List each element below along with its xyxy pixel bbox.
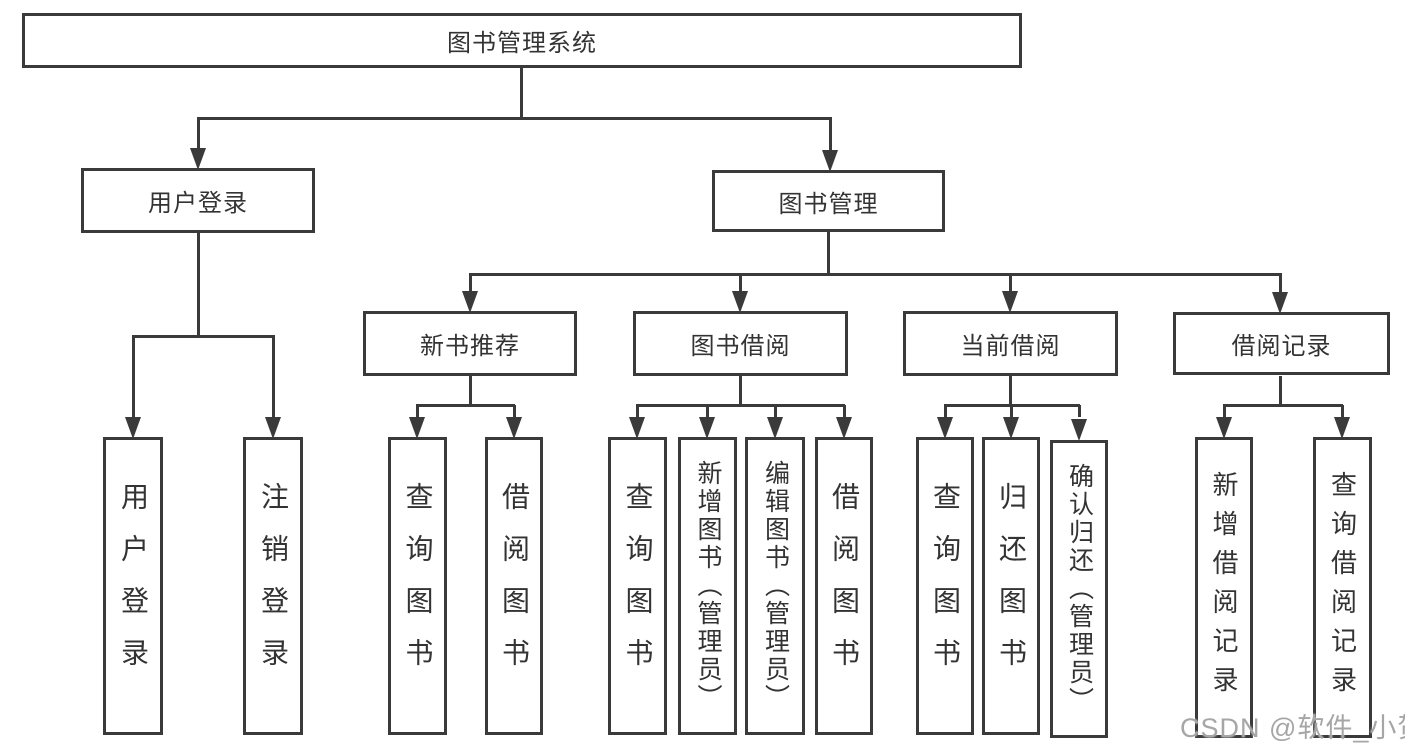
connector-line bbox=[827, 232, 830, 275]
node-label: 归还图书 bbox=[996, 482, 1027, 690]
node-current-borrowing: 当前借阅 bbox=[903, 311, 1118, 376]
node-label: 查询借阅记录 bbox=[1327, 470, 1358, 705]
node-label: 当前借阅 bbox=[960, 333, 1061, 360]
node-library-management-system: 图书管理系统 bbox=[22, 13, 1022, 68]
node-label: 图书借阅 bbox=[690, 333, 791, 360]
leaf-add-books-admin: 新增图书（管理员） bbox=[678, 437, 737, 735]
leaf-borrow-books-2: 借阅图书 bbox=[815, 437, 873, 735]
connector-line bbox=[469, 273, 472, 292]
csdn-watermark: CSDN @软件_小贺同学 bbox=[1180, 713, 1405, 743]
arrow-down-icon bbox=[1003, 417, 1019, 439]
node-label: 借阅记录 bbox=[1231, 333, 1332, 360]
node-book-borrowing: 图书借阅 bbox=[633, 311, 848, 376]
connector-line bbox=[469, 273, 1281, 276]
node-book-management: 图书管理 bbox=[712, 170, 945, 232]
node-user-login: 用户登录 bbox=[81, 168, 315, 233]
connector-line bbox=[1009, 273, 1012, 292]
connector-line bbox=[197, 233, 200, 337]
arrow-down-icon bbox=[699, 417, 715, 439]
connector-line bbox=[944, 405, 947, 417]
node-label: 查询图书 bbox=[622, 482, 654, 690]
connector-line bbox=[636, 404, 845, 407]
arrow-down-icon bbox=[1002, 291, 1018, 313]
connector-line bbox=[636, 405, 639, 417]
connector-line bbox=[197, 117, 200, 150]
node-label: 查询图书 bbox=[930, 482, 961, 690]
leaf-query-books-1: 查询图书 bbox=[388, 437, 447, 735]
leaf-return-books: 归还图书 bbox=[982, 437, 1040, 735]
leaf-query-books-2: 查询图书 bbox=[608, 437, 667, 735]
connector-line bbox=[739, 273, 742, 292]
arrow-down-icon bbox=[190, 148, 206, 170]
node-label: 新增图书（管理员） bbox=[694, 460, 722, 712]
leaf-user-login: 用户登录 bbox=[103, 437, 163, 735]
arrow-down-icon bbox=[1334, 417, 1350, 439]
leaf-add-borrow-record: 新增借阅记录 bbox=[1195, 437, 1253, 738]
node-borrowing-records: 借阅记录 bbox=[1173, 312, 1390, 375]
connector-line bbox=[513, 405, 516, 417]
arrow-down-icon bbox=[767, 417, 783, 439]
node-label: 新增借阅记录 bbox=[1209, 470, 1239, 705]
arrow-down-icon bbox=[732, 291, 748, 313]
connector-line bbox=[132, 335, 274, 338]
node-label: 编辑图书（管理员） bbox=[761, 460, 790, 712]
node-label: 借阅图书 bbox=[499, 482, 530, 690]
connector-line bbox=[197, 117, 831, 120]
leaf-query-books-3: 查询图书 bbox=[916, 437, 974, 735]
arrow-down-icon bbox=[462, 291, 478, 313]
arrow-down-icon bbox=[937, 417, 953, 439]
arrow-down-icon bbox=[822, 150, 838, 172]
connector-line bbox=[829, 117, 832, 152]
connector-line bbox=[1010, 405, 1013, 417]
connector-line bbox=[469, 376, 472, 407]
arrow-down-icon bbox=[506, 417, 522, 439]
connector-line bbox=[1279, 376, 1282, 407]
connector-line bbox=[706, 405, 709, 417]
arrow-down-icon bbox=[1071, 419, 1087, 441]
connector-line bbox=[1078, 405, 1081, 417]
connector-line bbox=[272, 335, 275, 417]
leaf-query-borrow-record: 查询借阅记录 bbox=[1313, 437, 1372, 738]
arrow-down-icon bbox=[265, 417, 281, 439]
connector-line bbox=[416, 405, 419, 417]
connector-line bbox=[1009, 376, 1012, 407]
node-label: 用户登录 bbox=[148, 190, 248, 217]
connector-line bbox=[132, 335, 135, 417]
arrow-down-icon bbox=[629, 417, 645, 439]
node-label: 图书管理系统 bbox=[447, 30, 597, 57]
connector-line bbox=[1223, 405, 1226, 417]
node-label: 图书管理 bbox=[778, 190, 879, 218]
leaf-confirm-return-admin: 确认归还（管理员） bbox=[1050, 440, 1108, 738]
leaf-borrow-books-1: 借阅图书 bbox=[485, 437, 543, 735]
node-label: 确认归还（管理员） bbox=[1065, 463, 1094, 715]
node-label: 注销登录 bbox=[258, 482, 289, 690]
connector-line bbox=[944, 404, 1080, 407]
connector-line bbox=[739, 376, 742, 407]
connector-line bbox=[774, 405, 777, 417]
node-label: 查询图书 bbox=[402, 482, 434, 690]
leaf-edit-books-admin: 编辑图书（管理员） bbox=[745, 437, 805, 735]
connector-line bbox=[1223, 404, 1343, 407]
arrow-down-icon bbox=[1216, 417, 1232, 439]
connector-line bbox=[520, 68, 523, 119]
connector-line bbox=[416, 404, 515, 407]
arrow-down-icon bbox=[125, 417, 141, 439]
connector-line bbox=[843, 405, 846, 417]
node-label: 借阅图书 bbox=[829, 482, 860, 690]
arrow-down-icon bbox=[1272, 292, 1288, 314]
leaf-logout: 注销登录 bbox=[243, 437, 303, 735]
node-label: 用户登录 bbox=[118, 482, 149, 690]
node-new-book-recommendation: 新书推荐 bbox=[363, 311, 577, 376]
node-label: 新书推荐 bbox=[420, 333, 520, 360]
arrow-down-icon bbox=[836, 417, 852, 439]
connector-line bbox=[1279, 273, 1282, 292]
connector-line bbox=[1341, 405, 1344, 417]
arrow-down-icon bbox=[409, 417, 425, 439]
